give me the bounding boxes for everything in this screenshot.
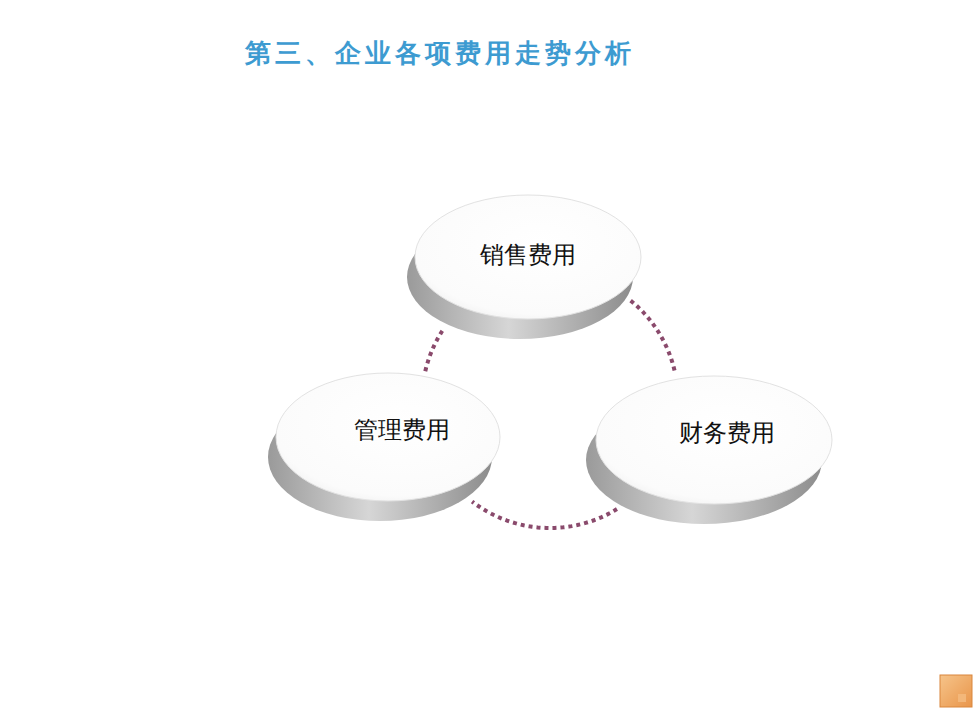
disc-shape: [268, 360, 508, 540]
corner-badge: [940, 675, 972, 707]
disc-node: 财务费用: [586, 360, 841, 542]
disc-face: [276, 373, 500, 501]
page-title: 第三、企业各项费用走势分析: [245, 36, 635, 71]
node-label: 销售费用: [480, 239, 576, 271]
disc-face: [415, 195, 641, 319]
node-label: 管理费用: [354, 414, 450, 446]
disc-shape: [405, 185, 650, 365]
disc-node: 管理费用: [268, 360, 508, 540]
disc-shape: [586, 360, 841, 542]
disc-node: 销售费用: [405, 185, 650, 365]
dotted-connector: [472, 502, 617, 528]
node-label: 财务费用: [679, 417, 775, 449]
dotted-connector: [425, 330, 443, 372]
dotted-connector: [631, 301, 676, 375]
corner-badge-mark: [958, 694, 966, 702]
disc-face: [596, 376, 832, 504]
